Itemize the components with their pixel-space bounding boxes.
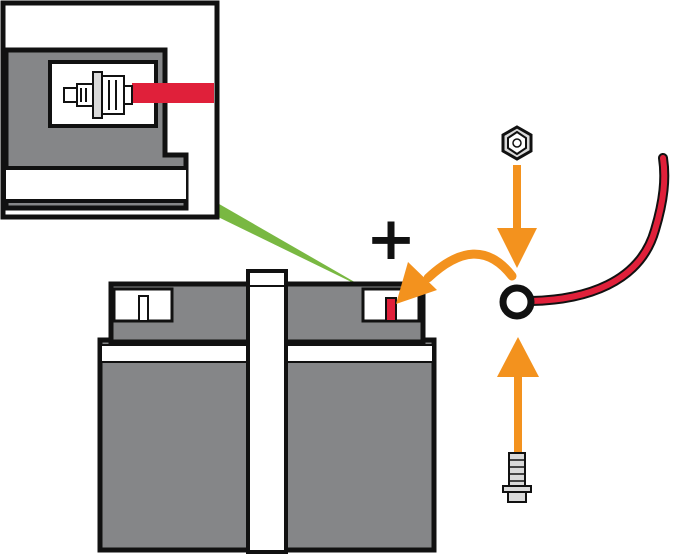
battery-cable bbox=[526, 153, 670, 306]
ring-terminal-icon bbox=[499, 284, 535, 320]
negative-terminal-icon bbox=[112, 287, 174, 323]
arrow-down bbox=[497, 165, 537, 268]
inset-bolt-icon bbox=[63, 71, 133, 119]
positive-terminal-label: + bbox=[366, 204, 416, 274]
bolt-icon bbox=[502, 452, 532, 503]
arrow-up bbox=[497, 337, 539, 453]
battery-icon bbox=[97, 269, 437, 554]
hex-nut-icon bbox=[501, 125, 533, 161]
callout-wedge bbox=[200, 193, 372, 292]
inset-cable bbox=[132, 83, 214, 103]
arrow-to-terminal-head bbox=[396, 262, 437, 304]
detail-inset bbox=[0, 0, 220, 220]
arrow-to-terminal bbox=[423, 249, 517, 283]
